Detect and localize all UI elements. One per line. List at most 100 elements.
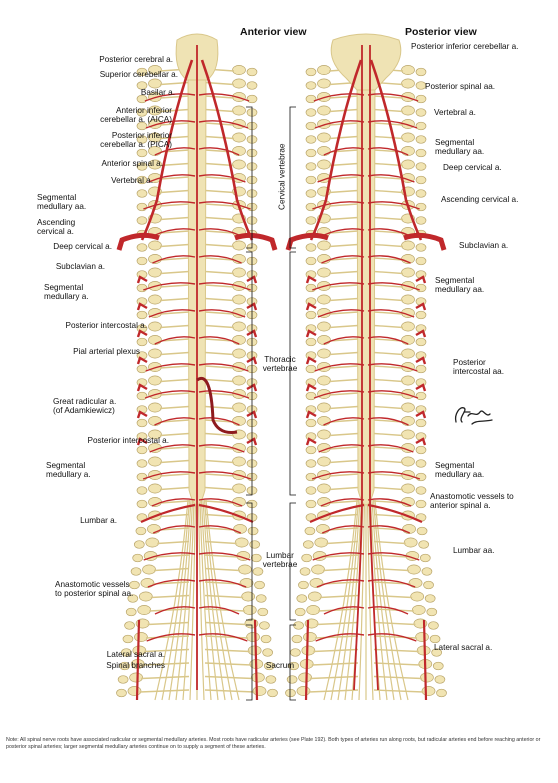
posterior-nerve-root (373, 527, 405, 531)
anterior-nerve-root (159, 324, 190, 329)
label-posterior-intercostal-a-1: Posterior intercostal a. (65, 321, 147, 330)
label-basilar-a: Basilar a. (140, 88, 175, 97)
anterior-vertebra-process (262, 648, 274, 657)
anterior-nerve-root (204, 608, 245, 612)
anterior-segmental-artery (152, 228, 196, 237)
posterior-nerve-root (373, 513, 404, 518)
footnote: Note: All spinal nerve roots have associ… (6, 737, 541, 750)
anterior-segmental-artery (198, 390, 250, 399)
anterior-intercostal-artery (246, 302, 258, 311)
anterior-nerve-root (147, 621, 190, 626)
anterior-vertebra-process (117, 675, 129, 684)
posterior-nerve-root (314, 635, 359, 639)
anterior-cauda-equina-root (161, 499, 191, 701)
posterior-nerve-root (328, 216, 359, 221)
posterior-segmental-artery (318, 444, 365, 453)
anterior-segmental-artery (143, 201, 196, 210)
anterior-vertebra-body (246, 632, 260, 642)
posterior-cerebellum (330, 33, 402, 91)
anterior-nerve-root (157, 540, 190, 545)
posterior-segmental-artery (367, 309, 415, 318)
posterior-nerve-root (328, 392, 359, 396)
posterior-nerve-root (373, 324, 404, 329)
posterior-nerve-root (373, 675, 422, 680)
posterior-vertebra-process (415, 499, 427, 509)
anterior-cauda-equina-root (154, 499, 189, 701)
posterior-vertebra-body (317, 105, 331, 116)
posterior-vertebra-process (415, 189, 427, 198)
posterior-nerve-root (373, 108, 404, 113)
posterior-intercostal-artery (305, 356, 317, 365)
posterior-intercostal-artery (415, 275, 427, 284)
anterior-segmental-artery (144, 390, 196, 399)
anterior-vertebra-body (232, 375, 246, 386)
anterior-vertebra-process (136, 243, 148, 252)
posterior-cauda-equina-root (369, 499, 388, 701)
anterior-vertebra-process (124, 621, 135, 630)
posterior-nerve-root (328, 135, 359, 140)
posterior-nerve-root (373, 621, 416, 626)
anterior-vertebra-process (247, 526, 259, 536)
anterior-nerve-root (159, 486, 190, 491)
anterior-nerve-root (204, 311, 235, 315)
bracket-lumbar-right (289, 502, 296, 621)
posterior-vertebra-process (415, 459, 427, 468)
anterior-nerve-root (204, 621, 247, 626)
posterior-intercostal-artery (415, 410, 427, 419)
label-subclavian-a-posterior: Subclavian a. (459, 241, 509, 250)
anterior-vertebra-body (148, 402, 162, 413)
posterior-vertebra-process (305, 108, 317, 117)
label-pica-1: Posterior inferior (111, 131, 172, 140)
anterior-nerve-root (204, 473, 235, 477)
anterior-nerve-root (159, 446, 190, 450)
posterior-nerve-root (373, 432, 404, 437)
posterior-vertebra-process (415, 216, 427, 225)
posterior-vertebra-process (305, 81, 317, 90)
anterior-nerve-root (159, 108, 190, 113)
label-lateral-sacral-a-posterior: Lateral sacral a. (434, 643, 493, 652)
posterior-vertebra-body (421, 686, 436, 696)
anterior-vertebra-process (136, 391, 148, 401)
posterior-vertebra-body (401, 105, 415, 116)
label-posterior-intercostal-a-2: Posterior intercostal a. (87, 436, 169, 445)
posterior-nerve-root (326, 540, 359, 545)
anterior-vertebra-process (136, 67, 148, 77)
posterior-vertebra-body (307, 591, 322, 602)
label-segmental-medullary-aa-1: Segmental (37, 193, 77, 202)
posterior-cauda-equina-root (366, 499, 374, 701)
anterior-nerve-root (154, 567, 190, 572)
anterior-nerve-root (159, 392, 190, 396)
posterior-vertebra-body (420, 672, 434, 683)
posterior-vertebra-process (305, 486, 317, 495)
posterior-intercostal-artery (415, 356, 427, 365)
posterior-vertebra-process (305, 162, 317, 171)
posterior-segmental-artery (367, 255, 411, 264)
posterior-nerve-root (310, 675, 359, 680)
posterior-nerve-root (373, 405, 404, 410)
anterior-nerve-root (204, 284, 235, 288)
anterior-cauda-equina-root (182, 499, 195, 701)
posterior-vertebra-process (305, 256, 317, 266)
posterior-nerve-root (328, 446, 359, 450)
posterior-segmental-artery (321, 255, 365, 264)
anterior-nerve-root (159, 297, 190, 302)
posterior-nerve-root (373, 378, 404, 383)
anterior-vertebra-body (232, 483, 246, 494)
anterior-cauda-equina-root (199, 499, 212, 701)
posterior-intercostal-artery (415, 437, 427, 446)
label-anastomotic-anterior-1: Anastomotic vessels to (430, 492, 514, 501)
label-pial-arterial-plexus: Pial arterial plexus (73, 347, 140, 356)
posterior-subclavian-artery (285, 232, 329, 251)
anterior-cauda-equina-root (197, 499, 205, 701)
anterior-vertebra-body (137, 605, 152, 615)
posterior-vertebra-body (401, 456, 415, 467)
anterior-vertebra-process (136, 364, 148, 374)
label-segmental-medullary-a-2: medullary a. (44, 292, 89, 301)
anterior-vertebra-process (136, 418, 148, 428)
posterior-vertebra-body (296, 686, 311, 696)
anterior-segmental-artery (143, 282, 196, 291)
label-segmental-medullary-a-3: Segmental (46, 461, 86, 470)
anterior-nerve-root (159, 284, 190, 288)
posterior-cauda-equina-root (374, 499, 409, 701)
anterior-nerve-root (159, 365, 190, 369)
